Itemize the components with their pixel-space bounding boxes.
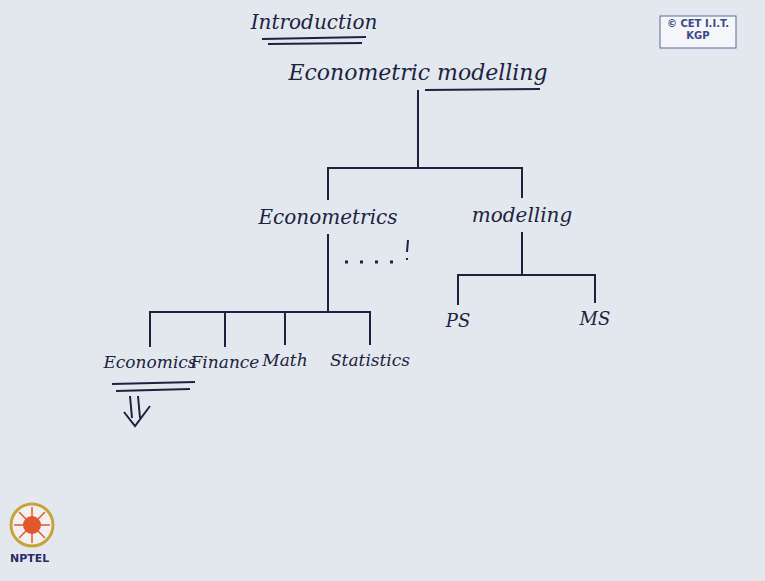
node-label: Econometrics: [258, 205, 397, 229]
tree-connector: [328, 90, 418, 200]
logo-rays: [14, 507, 50, 543]
node-label: Statistics: [330, 350, 410, 370]
node-label: Math: [262, 350, 307, 370]
tree-connector: [225, 234, 328, 347]
tree-connector: [418, 90, 522, 198]
word-underline: [425, 89, 540, 90]
title-underline: [262, 37, 366, 44]
tree-connector: [458, 232, 522, 305]
tree-node: Math: [258, 348, 311, 372]
title-text: Introduction: [251, 10, 378, 34]
tree-node: Statistics: [326, 348, 414, 372]
logo-ring: [11, 504, 53, 546]
ellipsis-dots: [345, 261, 393, 264]
tree-node: MS: [576, 306, 615, 331]
tree-node: modelling: [468, 201, 577, 229]
node-label: modelling: [472, 203, 573, 227]
tree-connector: [522, 232, 595, 303]
tree-node: Finance: [187, 350, 264, 374]
tree-node: Econometrics: [254, 203, 401, 231]
node-label: Economics: [103, 352, 196, 372]
emphasis-marks: [112, 382, 195, 426]
logo-text: NPTEL: [10, 552, 70, 565]
tree-node: Econometric modelling: [284, 58, 551, 87]
tree-connector: [285, 234, 328, 345]
tick-mark: [407, 240, 408, 260]
tree-connector: [150, 234, 328, 347]
node-label: Finance: [191, 352, 260, 372]
node-label: PS: [446, 310, 470, 331]
node-label: MS: [580, 308, 611, 329]
tree-node: Economics: [99, 350, 200, 374]
tree-node: PS: [442, 308, 474, 333]
node-label: Econometric modelling: [288, 60, 547, 85]
copyright-note: © CET I.I.T. KGP: [663, 18, 733, 42]
copyright-frame: [660, 16, 736, 48]
tree-connector: [328, 234, 370, 345]
